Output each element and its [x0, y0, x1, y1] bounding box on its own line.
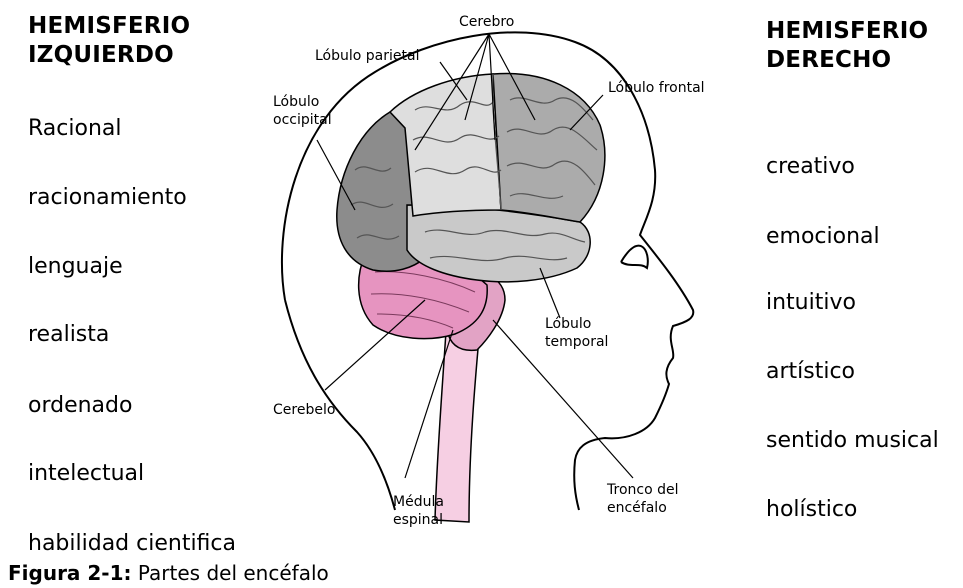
- label-tronco-line2: encéfalo: [607, 500, 667, 516]
- label-parietal: Lóbulo parietal: [315, 48, 419, 64]
- left-trait: intelectual: [28, 461, 144, 486]
- left-trait: lenguaje: [28, 254, 123, 279]
- left-hemisphere-heading: HEMISFERIO IZQUIERDO: [28, 12, 190, 70]
- left-trait: habilidad cientifica: [28, 531, 236, 556]
- caption-text: Partes del encéfalo: [132, 561, 329, 585]
- label-occipital-line1: Lóbulo: [273, 94, 319, 110]
- figure-caption: Figura 2-1: Partes del encéfalo: [8, 561, 329, 585]
- right-trait: creativo: [766, 154, 855, 179]
- ear-outline: [621, 246, 648, 268]
- right-trait: holístico: [766, 497, 857, 522]
- right-trait: sentido musical: [766, 428, 939, 453]
- label-cerebelo: Cerebelo: [273, 402, 335, 418]
- label-medula-line2: espinal: [393, 512, 443, 528]
- left-trait: Racional: [28, 116, 122, 141]
- right-hemisphere-heading: HEMISFERIO DERECHO: [766, 17, 928, 75]
- label-occipital-line2: occipital: [273, 112, 332, 128]
- right-trait: emocional: [766, 224, 880, 249]
- left-trait: realista: [28, 322, 109, 347]
- label-temporal-line2: temporal: [545, 334, 608, 350]
- label-medula-line1: Médula: [393, 494, 444, 510]
- left-trait: ordenado: [28, 393, 132, 418]
- caption-label: Figura 2-1:: [8, 561, 132, 585]
- label-temporal-line1: Lóbulo: [545, 316, 591, 332]
- label-cerebro: Cerebro: [459, 14, 514, 30]
- brain-diagram: Cerebro Lóbulo parietal Lóbulo frontal L…: [255, 0, 725, 540]
- label-frontal: Lóbulo frontal: [608, 80, 705, 96]
- frontal-lobe: [493, 73, 605, 222]
- label-tronco-line1: Tronco del: [606, 482, 678, 498]
- left-trait: racionamiento: [28, 185, 187, 210]
- right-trait: artístico: [766, 359, 855, 384]
- right-trait: intuitivo: [766, 290, 856, 315]
